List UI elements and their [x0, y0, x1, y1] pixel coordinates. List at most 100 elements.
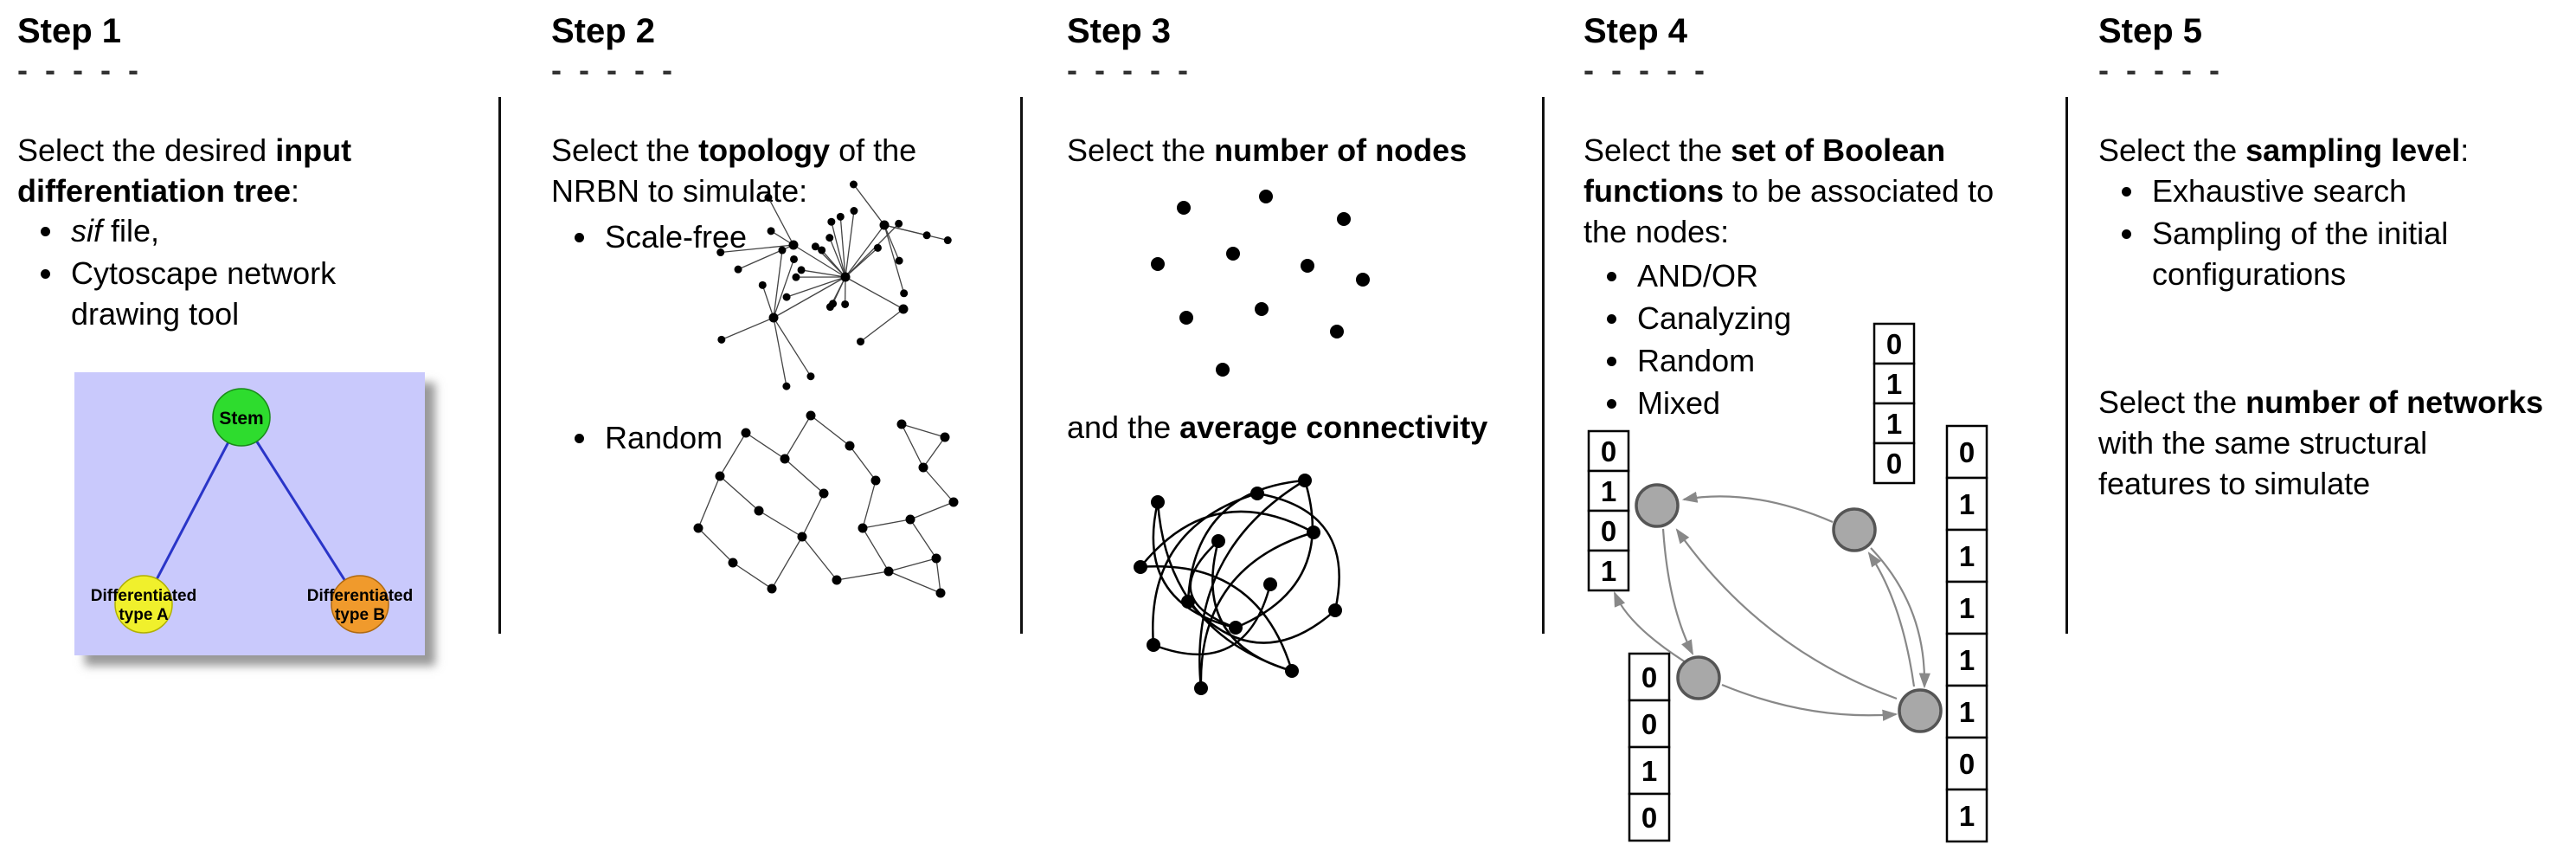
svg-text:1: 1 [1601, 555, 1616, 587]
step-2-bullet-random-wrap: Random [551, 417, 811, 460]
svg-text:1: 1 [1959, 592, 1975, 624]
svg-text:1: 1 [1886, 408, 1902, 440]
step-3-text-nodes: Select the number of nodes [1067, 130, 1569, 171]
text-run: AND/OR [1637, 258, 1759, 293]
text-run: Select the [2098, 384, 2246, 420]
svg-text:0: 0 [1886, 328, 1902, 360]
text-run: Select the desired [17, 132, 276, 168]
text-run: Random [605, 420, 723, 455]
svg-text:0: 0 [1959, 748, 1975, 780]
bullet-exhaustive-search: Exhaustive search [2147, 171, 2557, 211]
svg-text:0: 0 [1886, 448, 1902, 480]
truth-table-top: 0 1 1 0 [1873, 322, 1916, 485]
step-4-dashes: - - - - - [1584, 52, 1709, 87]
text-run: to be associated to the nodes: [1584, 173, 1995, 249]
bullet-cytoscape: Cytoscape network drawing tool [66, 253, 433, 334]
step-5-dashes: - - - - - [2098, 52, 2224, 87]
svg-text:0: 0 [1641, 708, 1657, 740]
svg-text:0: 0 [1959, 436, 1975, 468]
tree-edge-b [240, 416, 362, 605]
column-divider-3 [1542, 97, 1545, 634]
text-run: of the NRBN to simulate: [551, 132, 917, 209]
svg-text:0: 0 [1601, 435, 1616, 467]
network-nodes [1635, 483, 1943, 733]
nodes-scatter-graphic [1151, 190, 1370, 377]
text-run-bold: number of nodes [1214, 132, 1468, 168]
text-run-italic: sif [71, 213, 102, 248]
random-network-graphic [693, 410, 959, 598]
text-run: and the [1067, 409, 1180, 445]
text-run-bold: sampling level [2245, 132, 2461, 168]
stem-node [212, 388, 271, 447]
step-4-title: Step 4 [1584, 12, 1688, 50]
step-5-title: Step 5 [2098, 12, 2203, 50]
column-divider-1 [498, 97, 501, 634]
connectivity-tangle-graphic [1134, 474, 1342, 695]
svg-text:0: 0 [1601, 515, 1616, 547]
text-run: Select the [2098, 132, 2246, 168]
step-1-dashes: - - - - - [17, 52, 143, 87]
svg-text:1: 1 [1886, 368, 1902, 400]
bullet-and-or: AND/OR [1632, 255, 1947, 296]
type-b-label-line2: type B [335, 606, 385, 624]
text-run: : [2460, 132, 2470, 168]
differentiated-type-b-node [331, 575, 389, 634]
tree-edge-a [142, 416, 243, 605]
text-run: file, [102, 213, 160, 248]
text-run: Sampling of the initial configurations [2152, 216, 2449, 292]
text-run: Scale-free [605, 219, 748, 255]
step-4-intro: Select the set of Boolean functions to b… [1584, 130, 2042, 252]
bullet-sampling-initial-configurations: Sampling of the initial configurations [2147, 213, 2557, 294]
svg-text:1: 1 [1959, 540, 1975, 572]
scale-free-network-graphic [716, 180, 952, 390]
step-1-title: Step 1 [17, 12, 122, 50]
bullet-mixed: Mixed [1632, 383, 1947, 423]
step-4-bullets: AND/OR Canalyzing Random Mixed [1584, 255, 1947, 425]
bullet-sif-file: sif file, [66, 210, 433, 251]
text-run: Mixed [1637, 385, 1721, 421]
svg-text:0: 0 [1641, 802, 1657, 834]
svg-text:1: 1 [1959, 644, 1975, 676]
step-1-bullets: sif file, Cytoscape network drawing tool [17, 210, 433, 336]
truth-table-bottom-left: 0 0 1 0 [1628, 652, 1671, 842]
step-2-title: Step 2 [551, 12, 656, 50]
svg-text:1: 1 [1959, 800, 1975, 832]
text-run: with the same structural features to sim… [2098, 425, 2428, 501]
text-run-bold: input differentiation tree [17, 132, 352, 209]
text-run: Select the [1584, 132, 1731, 168]
differentiated-type-a-node [114, 575, 173, 634]
text-run: Select the [551, 132, 699, 168]
svg-text:1: 1 [1601, 475, 1616, 507]
type-b-label-line1: Differentiated [307, 587, 413, 605]
step-5-column: Step 5 - - - - - Select the sampling lev… [2098, 0, 2576, 851]
differentiation-tree-figure: Stem Differentiated type A Differentiate… [74, 372, 425, 655]
text-run-bold: set of Boolean functions [1584, 132, 1946, 209]
step-3-column: Step 3 - - - - - Select the number of no… [1067, 0, 1569, 851]
text-run: Select the [1067, 132, 1215, 168]
step-2-intro: Select the topology of the NRBN to simul… [551, 130, 1001, 211]
type-a-label-line1: Differentiated [91, 587, 196, 605]
step-3-dashes: - - - - - [1067, 52, 1192, 87]
text-run: : [291, 173, 300, 209]
boolean-network-graphic: 0 1 0 1 0 1 1 0 0 0 1 0 0 1 1 1 1 1 0 1 [1587, 322, 1988, 843]
stem-label: Stem [219, 409, 263, 429]
step-3-title: Step 3 [1067, 12, 1172, 50]
step-4-column: Step 4 - - - - - Select the set of Boole… [1584, 0, 2085, 851]
svg-text:1: 1 [1959, 488, 1975, 520]
step-2-column: Step 2 - - - - - Select the topology of … [551, 0, 1036, 851]
column-divider-2 [1020, 97, 1023, 634]
truth-table-left: 0 1 0 1 [1587, 429, 1630, 592]
bullet-random-functions: Random [1632, 340, 1947, 381]
bullet-scale-free: Scale-free [600, 216, 811, 257]
step-5-text-sampling: Select the sampling level: [2098, 130, 2566, 171]
text-run-bold: average connectivity [1179, 409, 1488, 445]
step-5-bullets: Exhaustive search Sampling of the initia… [2098, 171, 2557, 296]
network-edges [1613, 491, 1930, 721]
column-divider-4 [2065, 97, 2068, 634]
text-run: Random [1637, 343, 1756, 378]
step-3-text-connectivity: and the average connectivity [1067, 407, 1569, 448]
svg-text:0: 0 [1641, 661, 1657, 693]
svg-text:1: 1 [1641, 755, 1657, 787]
